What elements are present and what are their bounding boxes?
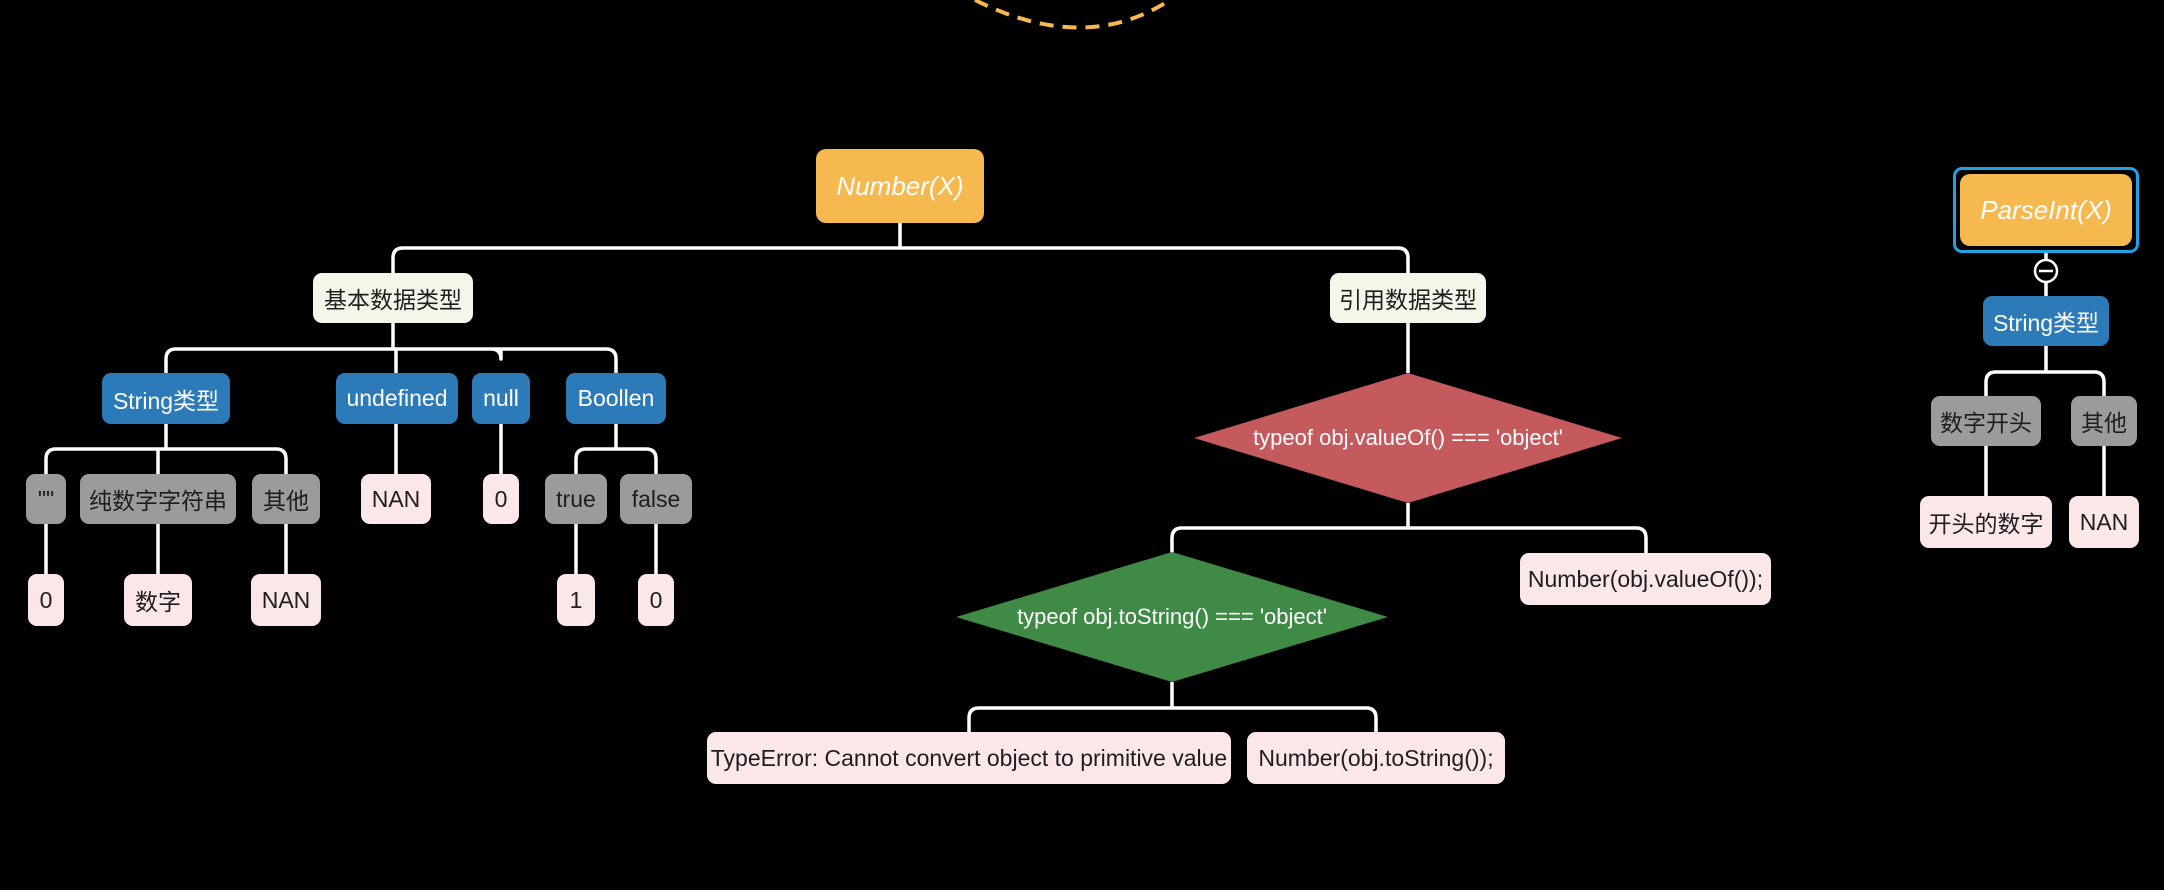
connector-case-results: [44, 524, 288, 574]
connector-root-categories: [391, 223, 1410, 273]
number-root-node[interactable]: Number(X): [816, 149, 984, 223]
zero-null-result-node[interactable]: 0: [483, 474, 519, 524]
zero-false-result-node[interactable]: 0: [638, 574, 674, 626]
connector-valueof-branches: [1170, 503, 1648, 553]
nan-other-result-node[interactable]: NAN: [251, 574, 321, 626]
number-valueof-result-node[interactable]: Number(obj.valueOf());: [1520, 553, 1771, 605]
connector-undefined-null-results: [394, 424, 503, 474]
parseint-string-type-node[interactable]: String类型: [1983, 296, 2109, 346]
false-case-node[interactable]: false: [620, 474, 692, 524]
one-true-result-node[interactable]: 1: [557, 574, 595, 626]
number-tostring-result-node[interactable]: Number(obj.toString());: [1247, 732, 1505, 784]
string-type-node[interactable]: String类型: [102, 373, 230, 424]
true-case-node[interactable]: true: [545, 474, 607, 524]
other-string-case-node[interactable]: 其他: [252, 474, 320, 524]
parseint-selection-frame: [1953, 167, 2139, 253]
null-node[interactable]: null: [472, 373, 530, 424]
connector-tostring-branches: [967, 682, 1378, 732]
connector-boolean-cases: [574, 424, 658, 474]
leading-number-result-node[interactable]: 开头的数字: [1920, 496, 2052, 548]
zero-empty-result-node[interactable]: 0: [28, 574, 64, 626]
parseint-root-node[interactable]: ParseInt(X): [1960, 174, 2132, 246]
parseint-other-case-node[interactable]: 其他: [2071, 396, 2137, 446]
dashed-arc: [974, 0, 1172, 30]
parseint-nan-result-node[interactable]: NAN: [2069, 496, 2139, 548]
connector-boolean-results: [574, 524, 658, 574]
undefined-node[interactable]: undefined: [336, 373, 458, 424]
collapse-toggle-icon[interactable]: [2033, 258, 2059, 284]
primitive-type-node[interactable]: 基本数据类型: [313, 273, 473, 323]
connector-parseint-string: [1984, 346, 2106, 496]
boolean-node[interactable]: Boollen: [566, 373, 666, 424]
decision-valueof-shape: [1194, 373, 1622, 503]
starts-with-digit-case-node[interactable]: 数字开头: [1931, 396, 2041, 446]
type-error-result-node[interactable]: TypeError: Cannot convert object to prim…: [707, 732, 1231, 784]
reference-type-node[interactable]: 引用数据类型: [1330, 273, 1486, 323]
decision-tostring-shape: [956, 552, 1388, 682]
nan-undefined-result-node[interactable]: NAN: [361, 474, 431, 524]
connector-string-cases: [44, 424, 288, 474]
empty-string-case-node[interactable]: "": [26, 474, 66, 524]
numeric-string-case-node[interactable]: 纯数字字符串: [80, 474, 236, 524]
connector-primitive-types: [164, 323, 618, 373]
number-result-node[interactable]: 数字: [124, 574, 192, 626]
